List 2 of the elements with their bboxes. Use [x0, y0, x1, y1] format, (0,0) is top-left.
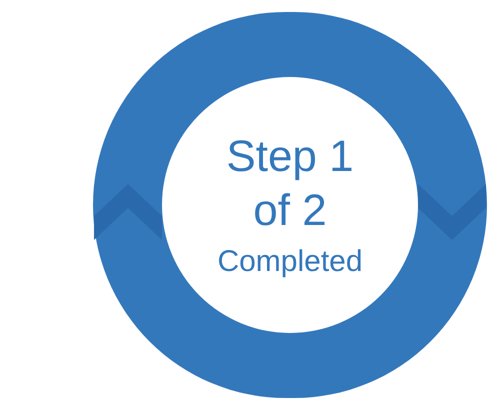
step-counter: Step 1 of 2 [225, 131, 355, 237]
status-text: Completed [217, 244, 363, 280]
